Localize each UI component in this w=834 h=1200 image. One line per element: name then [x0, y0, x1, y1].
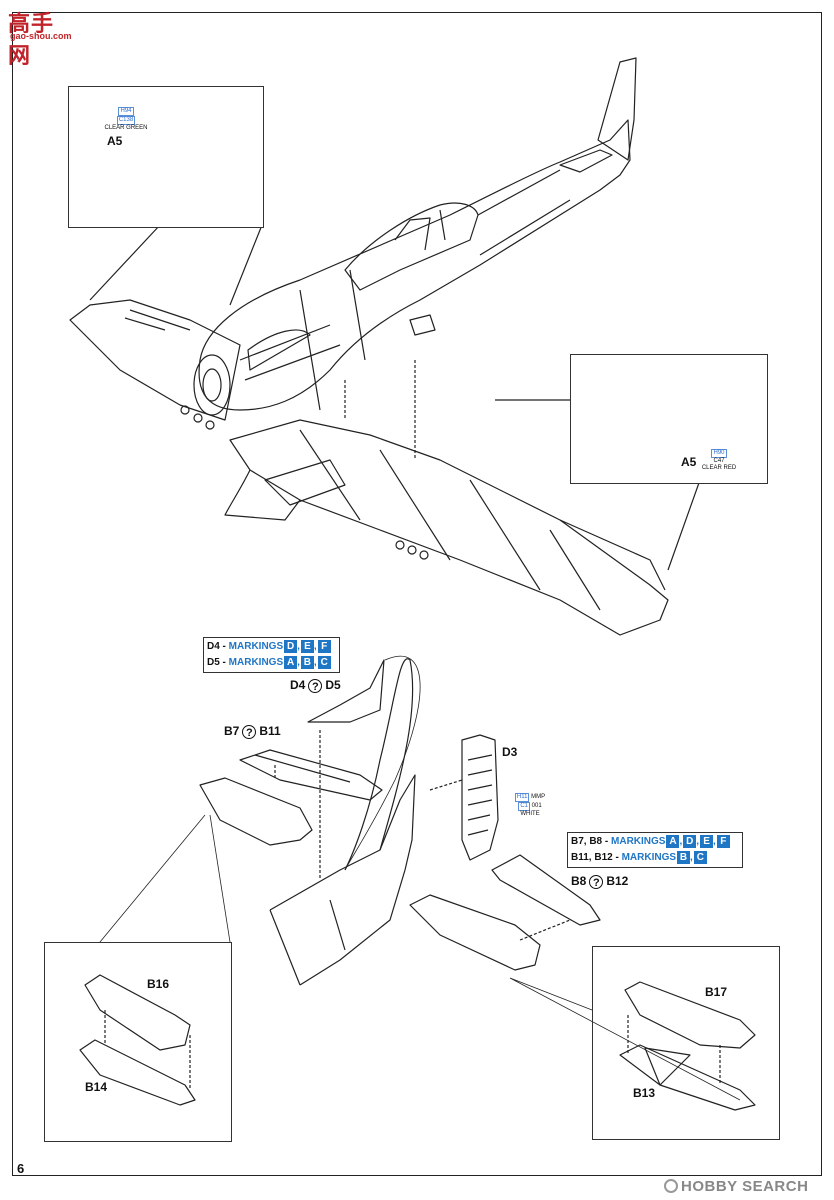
- site-logo: 高手网 gao-shou.com: [6, 6, 76, 69]
- marking-letter: F: [317, 639, 331, 653]
- rudder-d3: [461, 734, 499, 861]
- elevator-b8: [491, 854, 601, 926]
- canopy: [344, 202, 479, 291]
- question-icon: ?: [589, 874, 604, 889]
- part-label-d3: D3: [502, 745, 518, 759]
- color-code-clear-green: H94 C138 CLEAR GREEN: [101, 107, 151, 132]
- gear-icon: [664, 1179, 678, 1193]
- code-h: H90: [711, 449, 727, 458]
- part-b14: [79, 1039, 196, 1106]
- marking-letter: B: [677, 850, 691, 864]
- color-name: CLEAR RED: [701, 465, 737, 471]
- markings-word: MARKINGS: [228, 641, 284, 652]
- marking-letter: D: [284, 639, 298, 653]
- code-mmp: MMP: [531, 794, 546, 800]
- choice-left: B8: [571, 874, 587, 888]
- choice-b8-b12: B8?B12: [571, 874, 628, 889]
- row-label: B11, B12 -: [571, 852, 622, 863]
- choice-left: B7: [224, 724, 240, 738]
- color-name: WHITE: [520, 811, 540, 817]
- spinner: [193, 354, 231, 416]
- part-label-a5: A5: [681, 455, 697, 469]
- part-label-b17: B17: [705, 985, 728, 999]
- marking-letter: A: [284, 655, 298, 669]
- callout-bottom-right: B17 B13: [592, 946, 780, 1140]
- right-wing: [229, 419, 669, 636]
- row-label: D4 -: [207, 641, 229, 652]
- code-num: 001: [531, 803, 542, 809]
- choice-d4-d5: D4?D5: [290, 678, 341, 693]
- marking-letter: B: [300, 655, 314, 669]
- marking-letter: A: [666, 834, 680, 848]
- part-label-b14: B14: [85, 1080, 108, 1094]
- code-h: H94: [118, 107, 134, 116]
- marking-letter: E: [700, 834, 714, 848]
- question-icon: ?: [242, 724, 257, 739]
- markings-word: MARKINGS: [621, 852, 677, 863]
- marking-letter: D: [683, 834, 697, 848]
- elevator-b7: [239, 749, 383, 801]
- logo-text: 高手网: [8, 12, 55, 69]
- row-label: D5 -: [207, 657, 229, 668]
- marking-letter: C: [317, 655, 331, 669]
- part-label-b13: B13: [633, 1086, 656, 1100]
- markings-word: MARKINGS: [611, 836, 666, 847]
- choice-b7-b11: B7?B11: [224, 724, 281, 739]
- row-label: B7, B8 -: [571, 836, 612, 847]
- watermark: HOBBY SEARCH: [664, 1178, 808, 1195]
- watermark-text: HOBBY SEARCH: [681, 1178, 809, 1195]
- markings-word: MARKINGS: [228, 657, 284, 668]
- marking-letter: F: [716, 834, 730, 848]
- logo-url: gao-shou.com: [10, 31, 72, 41]
- fin-cap-d4: [307, 659, 385, 723]
- color-code-white: H11 MMP C1 001 WHITE: [510, 793, 550, 818]
- code-c: C138: [116, 116, 136, 125]
- callout-right: H90 C47 CLEAR RED A5: [570, 354, 768, 484]
- code-c: C47: [713, 458, 725, 464]
- part-label-b16: B16: [147, 977, 170, 991]
- callout-top-left: H94 C138 CLEAR GREEN A5: [68, 86, 264, 228]
- page-border: [12, 12, 822, 1176]
- choice-right: D5: [325, 678, 341, 692]
- part-b16: [84, 974, 191, 1051]
- marking-letter: E: [300, 639, 314, 653]
- callout-bottom-left: B16 B14: [44, 942, 232, 1142]
- aft-fuselage: [269, 774, 416, 986]
- part-label-a5: A5: [107, 134, 123, 148]
- code-c: C1: [518, 802, 530, 811]
- page-number: 6: [17, 1161, 25, 1176]
- choice-right: B12: [606, 874, 629, 888]
- color-code-clear-red: H90 C47 CLEAR RED: [693, 449, 745, 472]
- left-wing: [69, 299, 241, 421]
- choice-left: D4: [290, 678, 306, 692]
- stabilizer-left: [199, 777, 313, 846]
- color-name: CLEAR GREEN: [104, 125, 148, 131]
- choice-right: B11: [259, 724, 281, 738]
- code-h: H11: [514, 793, 530, 802]
- vertical-tail: [597, 57, 637, 161]
- question-icon: ?: [308, 678, 323, 693]
- marking-letter: C: [693, 850, 707, 864]
- part-b17: [624, 981, 756, 1049]
- fuselage: [198, 119, 631, 411]
- stabilizer-right: [409, 894, 541, 971]
